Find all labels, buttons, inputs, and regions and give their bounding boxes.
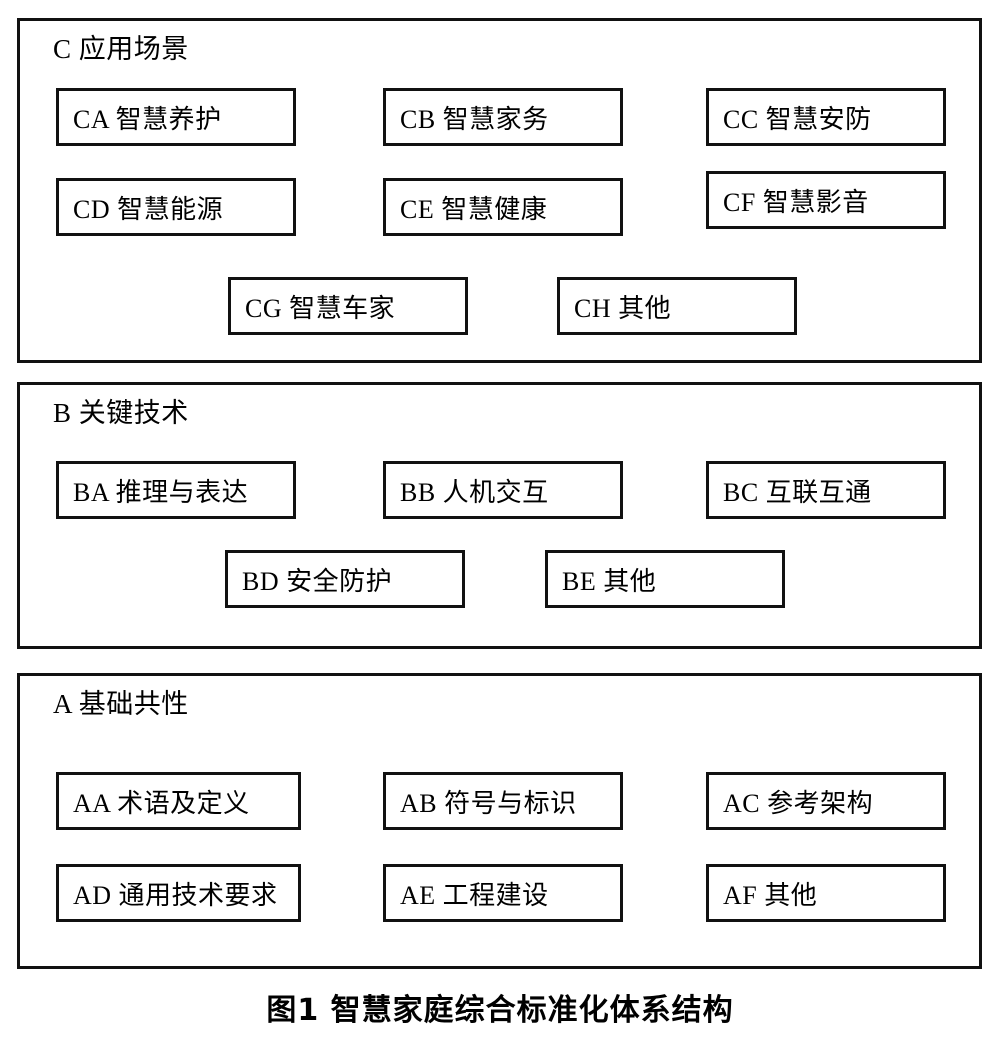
item-cd-label: CD 智慧能源 [73,194,224,224]
item-cb-label: CB 智慧家务 [400,104,549,134]
item-cd-smart-energy[interactable]: CD 智慧能源 [56,178,296,236]
item-bd-label: BD 安全防护 [242,566,393,596]
item-cf-label: CF 智慧影音 [723,187,869,217]
item-be-other[interactable]: BE 其他 [545,550,785,608]
item-cb-smart-housework[interactable]: CB 智慧家务 [383,88,623,146]
item-aa-terms-definitions[interactable]: AA 术语及定义 [56,772,301,830]
section-a-foundational-common: A 基础共性 AA 术语及定义 AB 符号与标识 AC 参考架构 AD 通用技术… [17,673,982,969]
item-ad-label: AD 通用技术要求 [73,880,278,910]
section-c-application-scenarios: C 应用场景 CA 智慧养护 CB 智慧家务 CC 智慧安防 CD 智慧能源 C… [17,18,982,363]
figure-caption: 图1 智慧家庭综合标准化体系结构 [266,993,734,1028]
section-a-title: A 基础共性 [53,689,189,719]
item-ae-engineering-construction[interactable]: AE 工程建设 [383,864,623,922]
item-af-other[interactable]: AF 其他 [706,864,946,922]
item-ce-label: CE 智慧健康 [400,194,548,224]
item-ab-label: AB 符号与标识 [400,788,577,818]
item-ad-general-technical-requirements[interactable]: AD 通用技术要求 [56,864,301,922]
item-ae-label: AE 工程建设 [400,880,549,910]
item-ca-label: CA 智慧养护 [73,104,222,134]
item-bb-label: BB 人机交互 [400,477,549,507]
section-b-title: B 关键技术 [53,398,189,428]
section-b-key-technologies: B 关键技术 BA 推理与表达 BB 人机交互 BC 互联互通 BD 安全防护 … [17,382,982,649]
item-bb-human-machine-interaction[interactable]: BB 人机交互 [383,461,623,519]
item-ch-label: CH 其他 [574,293,672,323]
item-ch-other[interactable]: CH 其他 [557,277,797,335]
item-cc-smart-security[interactable]: CC 智慧安防 [706,88,946,146]
item-ac-reference-architecture[interactable]: AC 参考架构 [706,772,946,830]
item-cc-label: CC 智慧安防 [723,104,872,134]
item-bc-label: BC 互联互通 [723,477,872,507]
item-bc-interconnection[interactable]: BC 互联互通 [706,461,946,519]
item-ba-label: BA 推理与表达 [73,477,249,507]
item-ca-smart-care[interactable]: CA 智慧养护 [56,88,296,146]
item-aa-label: AA 术语及定义 [73,788,250,818]
item-bd-security-protection[interactable]: BD 安全防护 [225,550,465,608]
item-cg-smart-vehicle-home[interactable]: CG 智慧车家 [228,277,468,335]
item-cf-smart-audio-video[interactable]: CF 智慧影音 [706,171,946,229]
item-ba-reasoning-representation[interactable]: BA 推理与表达 [56,461,296,519]
item-be-label: BE 其他 [562,566,657,596]
item-ac-label: AC 参考架构 [723,788,874,818]
section-c-title: C 应用场景 [53,34,189,64]
item-ce-smart-health[interactable]: CE 智慧健康 [383,178,623,236]
item-cg-label: CG 智慧车家 [245,293,396,323]
item-ab-symbols-identifiers[interactable]: AB 符号与标识 [383,772,623,830]
item-af-label: AF 其他 [723,880,818,910]
